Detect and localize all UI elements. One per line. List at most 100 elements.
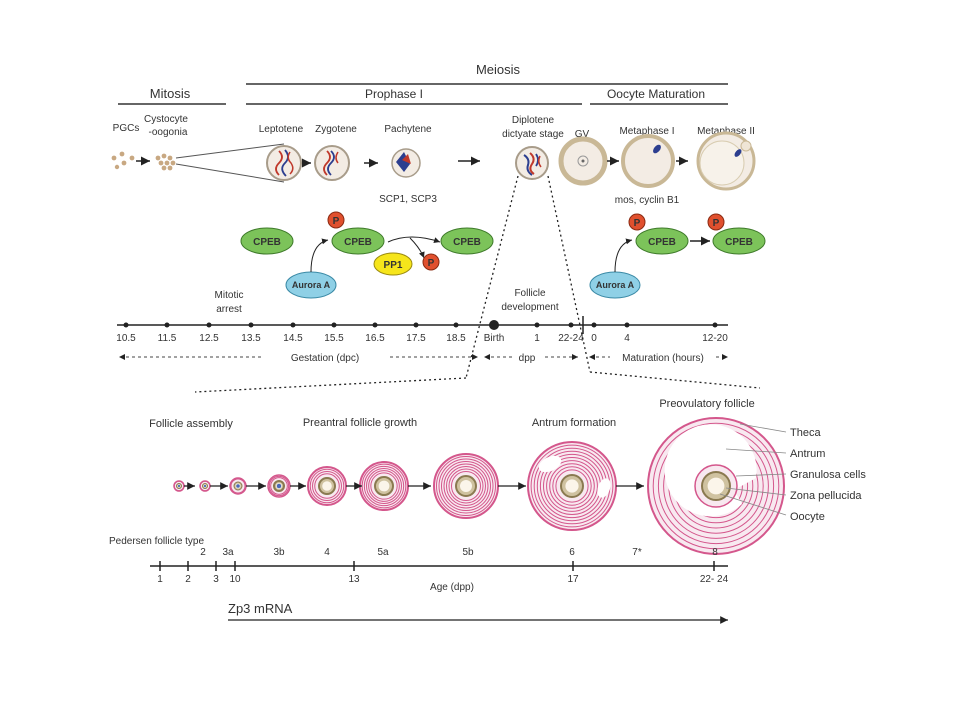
- tick-dot: [372, 322, 378, 328]
- pedersen-tick-label: 1: [157, 574, 163, 585]
- tick-dot: [413, 322, 419, 328]
- follicle-assembly-label: Follicle assembly: [149, 418, 233, 430]
- tick-label: 1: [534, 333, 540, 344]
- zoom-line-left: [465, 175, 519, 379]
- tick-label: 11.5: [158, 333, 177, 344]
- phospho-released: P: [422, 253, 440, 271]
- pedersen-type-label: 4: [324, 547, 330, 558]
- metaphase2-oocyte: [696, 131, 756, 191]
- tick-dot: [568, 322, 574, 328]
- maturation-hours-label: Maturation (hours): [622, 353, 704, 364]
- tick-label: 0: [591, 333, 597, 344]
- phospho-2: P: [628, 213, 646, 231]
- pedersen-type-label: 2: [200, 547, 206, 558]
- pgc-cells: [111, 151, 135, 170]
- leptotene-label: Leptotene: [259, 124, 304, 135]
- phospho-3: P: [707, 213, 725, 231]
- zoom-line-right: [547, 175, 591, 373]
- zoom-cone-top: [175, 143, 285, 159]
- development-label: development: [501, 302, 558, 313]
- pedersen-type-label: 5a: [377, 547, 389, 558]
- tick-label: 18.5: [446, 333, 466, 344]
- tick-dot: [206, 322, 212, 328]
- antrum-formation-label: Antrum formation: [532, 417, 616, 429]
- legend-zona: Zona pellucida: [790, 490, 862, 502]
- zoom-line-left-2: [194, 377, 467, 393]
- pgcs-label: PGCs: [113, 123, 140, 134]
- dephos-arrow: [387, 236, 441, 243]
- pedersen-tick-label: 13: [348, 574, 360, 585]
- metaphase1-oocyte: [621, 134, 675, 188]
- mos-label: mos, cyclin B1: [615, 195, 680, 206]
- tick-dot: [248, 322, 254, 328]
- svg-text:P: P: [333, 216, 340, 227]
- gestation-label: Gestation (dpc): [291, 353, 359, 364]
- age-label: Age (dpp): [430, 582, 474, 593]
- pedersen-title: Pedersen follicle type: [109, 536, 204, 547]
- tick-dot: [624, 322, 630, 328]
- follicle-4: [267, 474, 291, 498]
- preantral-label: Preantral follicle growth: [303, 417, 417, 429]
- legend-granulosa: Granulosa cells: [790, 469, 866, 481]
- pedersen-type-label: 3b: [273, 547, 285, 558]
- svg-text:P: P: [428, 258, 435, 269]
- aurora-arrow-2: [614, 238, 633, 273]
- svg-text:CPEB: CPEB: [253, 237, 281, 248]
- tick-dot: [712, 322, 718, 328]
- zygotene-cell: [314, 145, 350, 181]
- svg-text:CPEB: CPEB: [344, 237, 372, 248]
- tick-dot: [453, 322, 459, 328]
- legend-antrum: Antrum: [790, 448, 825, 460]
- zp3-label: Zp3 mRNA: [228, 601, 293, 616]
- follicle-9: [647, 417, 785, 555]
- mitotic-label: Mitotic: [215, 290, 244, 301]
- follicle-3: [229, 477, 247, 495]
- cpeb-node-4: CPEB: [635, 227, 689, 255]
- preovulatory-label: Preovulatory follicle: [659, 398, 754, 410]
- svg-text:CPEB: CPEB: [453, 237, 481, 248]
- tick-dot: [331, 322, 337, 328]
- metaphase1-label: Metaphase I: [619, 126, 674, 137]
- tick-label: 12-20: [702, 333, 728, 344]
- svg-text:Aurora A: Aurora A: [292, 280, 331, 290]
- follicle-series: [173, 417, 785, 555]
- aurora-node-1: Aurora A: [285, 271, 337, 299]
- tick-dot: [534, 322, 540, 328]
- dpp-bg: [512, 350, 542, 364]
- cpeb-node-1: CPEB: [240, 227, 294, 255]
- aurora-arrow-1: [310, 238, 329, 273]
- follicle-1: [173, 480, 185, 492]
- pachytene-label: Pachytene: [384, 124, 432, 135]
- arrest-label: arrest: [216, 304, 242, 315]
- p-release-arrow: [409, 237, 425, 259]
- phospho-1: P: [327, 211, 345, 229]
- leptotene-cell: [266, 145, 302, 181]
- meiosis-label: Meiosis: [476, 62, 521, 77]
- tick-label: 17.5: [406, 333, 426, 344]
- pedersen-tick-label: 22- 24: [700, 574, 729, 585]
- tick-label: 16.5: [365, 333, 385, 344]
- legend-oocyte: Oocyte: [790, 511, 825, 523]
- pedersen-type-label: 8: [712, 547, 718, 558]
- zoom-line-right-2: [589, 371, 761, 389]
- pedersen-type-label: 7*: [632, 547, 642, 558]
- cpeb-node-5: CPEB: [712, 227, 766, 255]
- zygotene-label: Zygotene: [315, 124, 357, 135]
- maturation-bg: [610, 350, 716, 364]
- aurora-node-2: Aurora A: [589, 271, 641, 299]
- pedersen-type-label: 6: [569, 547, 575, 558]
- tick-dot: [591, 322, 597, 328]
- pedersen-tick-label: 10: [229, 574, 241, 585]
- tick-label: 4: [624, 333, 630, 344]
- follicle-legend: Theca Antrum Granulosa cells Zona pelluc…: [719, 423, 866, 523]
- scp-label: SCP1, SCP3: [379, 194, 437, 205]
- tick-dot: [290, 322, 296, 328]
- dictyate-label: dictyate stage: [502, 129, 564, 140]
- oogonia-label: -oogonia: [149, 127, 188, 138]
- tick-dot: [164, 322, 170, 328]
- gv-oocyte: [558, 136, 608, 186]
